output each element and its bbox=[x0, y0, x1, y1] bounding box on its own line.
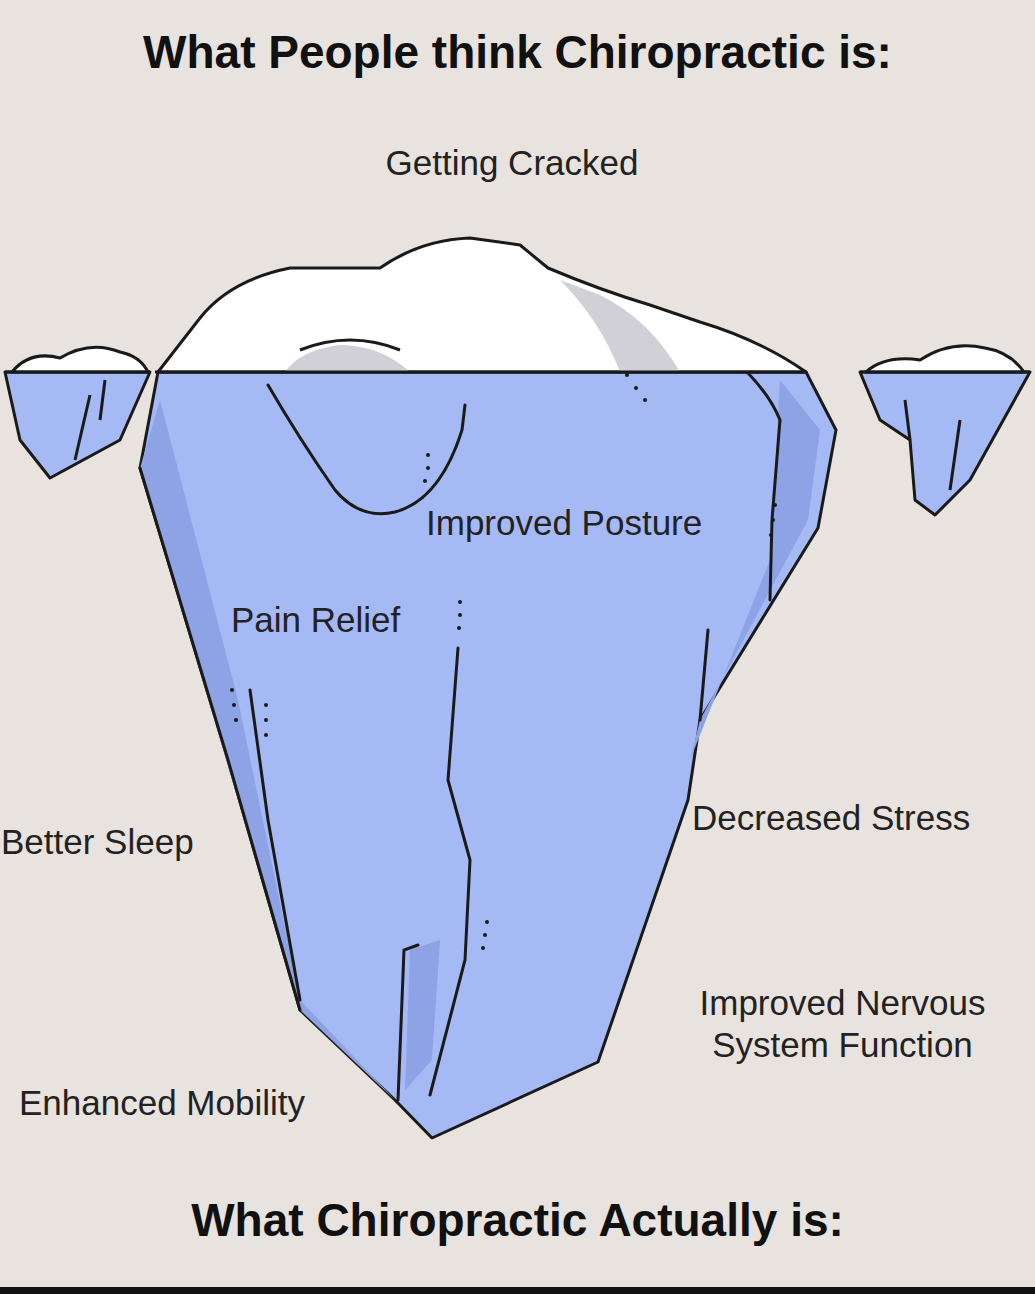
benefit-label: Pain Relief bbox=[231, 599, 451, 641]
small-iceberg-tip bbox=[866, 346, 1024, 372]
benefit-label: Getting Cracked bbox=[262, 142, 762, 184]
water-line bbox=[155, 371, 806, 374]
iceberg-tip bbox=[158, 238, 806, 372]
crack-lines bbox=[905, 400, 960, 490]
iceberg-tip-line bbox=[300, 340, 400, 350]
benefit-label: Enhanced Mobility bbox=[19, 1082, 379, 1124]
water-line bbox=[0, 372, 1035, 373]
crack-lines bbox=[140, 318, 780, 1100]
water-line bbox=[5, 371, 150, 374]
benefit-label: Improved Posture bbox=[426, 502, 786, 544]
iceberg-shade bbox=[140, 400, 395, 1100]
crack-lines bbox=[75, 380, 105, 460]
benefit-label: Decreased Stress bbox=[692, 797, 1032, 839]
small-iceberg bbox=[860, 372, 1030, 515]
iceberg-shade bbox=[405, 940, 440, 1090]
water-line bbox=[860, 371, 1030, 374]
small-iceberg-tip bbox=[12, 347, 148, 372]
title: What People think Chiropractic is: bbox=[0, 26, 1035, 79]
iceberg-shade bbox=[690, 380, 820, 760]
crack-dots bbox=[230, 373, 966, 950]
benefit-label: Improved Nervous System Function bbox=[655, 982, 1030, 1066]
small-iceberg bbox=[5, 372, 150, 478]
iceberg-body bbox=[140, 372, 836, 1138]
iceberg-tip-shade bbox=[560, 280, 680, 372]
bottom-bar bbox=[0, 1287, 1035, 1294]
benefit-label: Better Sleep bbox=[1, 821, 241, 863]
caption: What Chiropractic Actually is: bbox=[0, 1194, 1035, 1247]
